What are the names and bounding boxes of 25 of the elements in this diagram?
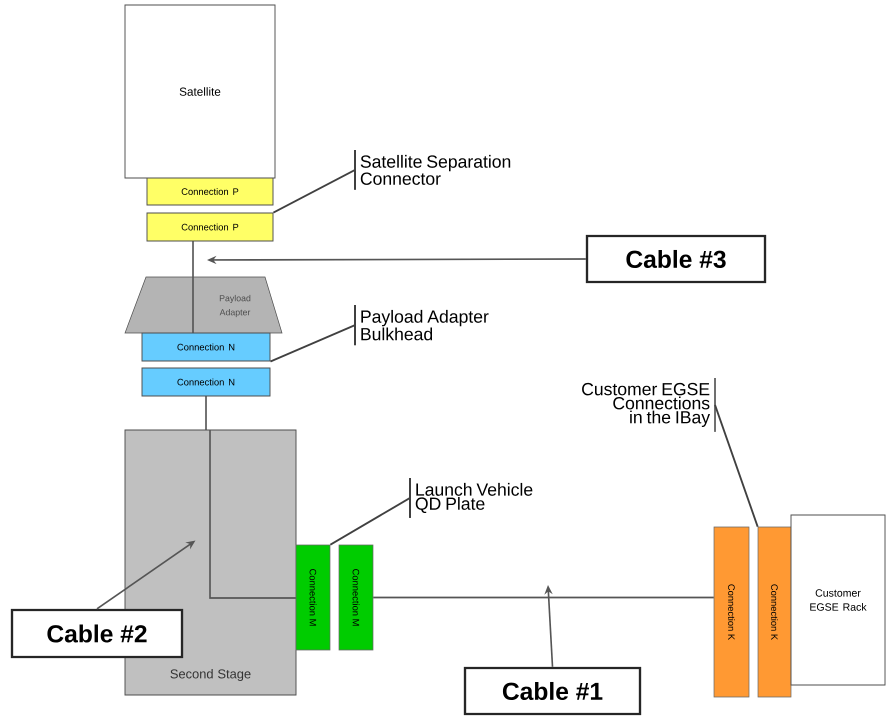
component-box: Connection P [146,212,274,242]
callout-text: Payload Adapter Bulkhead [354,305,489,346]
leader-line [270,324,356,362]
connector-box: Connection K [714,526,750,698]
component-box: Customer EGSE Rack [790,514,886,686]
adapter-trapezoid: Payload Adapter [124,276,282,334]
cable-line [373,596,714,598]
component-box: Satellite [124,4,276,178]
cable-label: Cable #2 [10,608,184,658]
component-box: Connection N [142,332,270,362]
component-box: Connection N [142,368,270,396]
cable-line [205,396,207,430]
leader-line [330,497,410,546]
callout-text: Customer EGSE Connections in the IBay [582,378,716,432]
callout-text: Satellite Separation Connector [354,150,510,190]
connector-box: Connection K [758,526,792,698]
cable-label: Cable #3 [586,234,766,284]
callout-text: Launch Vehicle QD Plate [409,478,532,518]
connector-box: Connection M [338,544,374,650]
leader-line [714,404,759,527]
component-box: Connection P [146,178,274,206]
cable-label: Cable #1 [464,666,642,716]
cable-line [192,241,194,278]
connector-box: Connection M [296,544,330,650]
leader-line [273,169,356,214]
